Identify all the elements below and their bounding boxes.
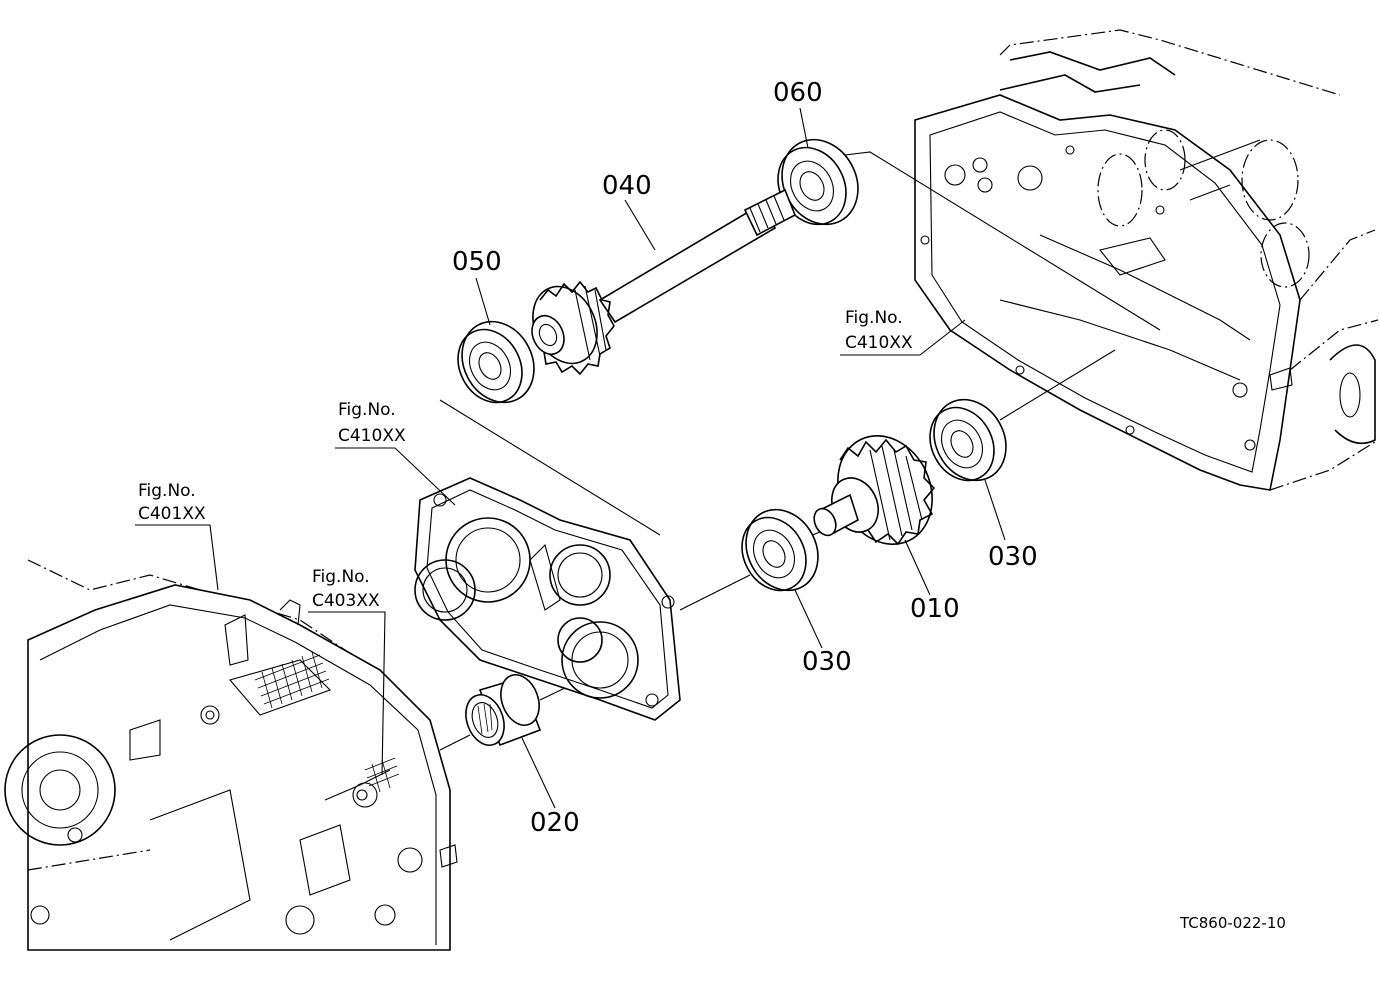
- figure-ref-middle[interactable]: Fig.No. C410XX: [338, 400, 406, 446]
- part-label-040: 040: [602, 171, 652, 201]
- part-label-050: 050: [452, 247, 502, 277]
- leader-lines: [135, 107, 1006, 809]
- bearing-030-upper: [929, 398, 1007, 482]
- figure-references: Fig.No. C410XX Fig.No. C410XX Fig.No. C4…: [138, 308, 913, 611]
- bearing-050: [457, 320, 535, 404]
- figure-ref-line1: Fig.No.: [138, 481, 196, 501]
- drawing-id: TC860-022-10: [1179, 914, 1286, 932]
- figure-ref-line1: Fig.No.: [845, 308, 903, 328]
- part-labels: 060 040 050 030 010 030 020: [452, 78, 1038, 838]
- gear-010: [813, 435, 936, 546]
- figure-ref-line1: Fig.No.: [338, 400, 396, 420]
- figure-ref-top-right[interactable]: Fig.No. C410XX: [845, 308, 913, 353]
- center-cover-plate: [414, 477, 681, 721]
- figure-ref-lower[interactable]: Fig.No. C403XX: [312, 567, 380, 611]
- figure-ref-left[interactable]: Fig.No. C401XX: [138, 481, 206, 524]
- shaft-040: [531, 188, 797, 376]
- part-label-020: 020: [530, 808, 580, 838]
- sleeve-020: [465, 674, 542, 747]
- figure-ref-line2: C401XX: [138, 504, 206, 524]
- figure-ref-line2: C403XX: [312, 591, 380, 611]
- part-label-010: 010: [910, 594, 960, 624]
- figure-ref-line2: C410XX: [845, 333, 913, 353]
- transmission-case-left: [4, 559, 458, 951]
- figure-ref-line2: C410XX: [338, 426, 406, 446]
- part-label-030-upper: 030: [988, 542, 1038, 572]
- transmission-case-right: [914, 29, 1379, 491]
- part-label-060: 060: [773, 78, 823, 108]
- figure-ref-line1: Fig.No.: [312, 567, 370, 587]
- bearing-030-lower: [741, 508, 819, 592]
- part-label-030-lower: 030: [802, 647, 852, 677]
